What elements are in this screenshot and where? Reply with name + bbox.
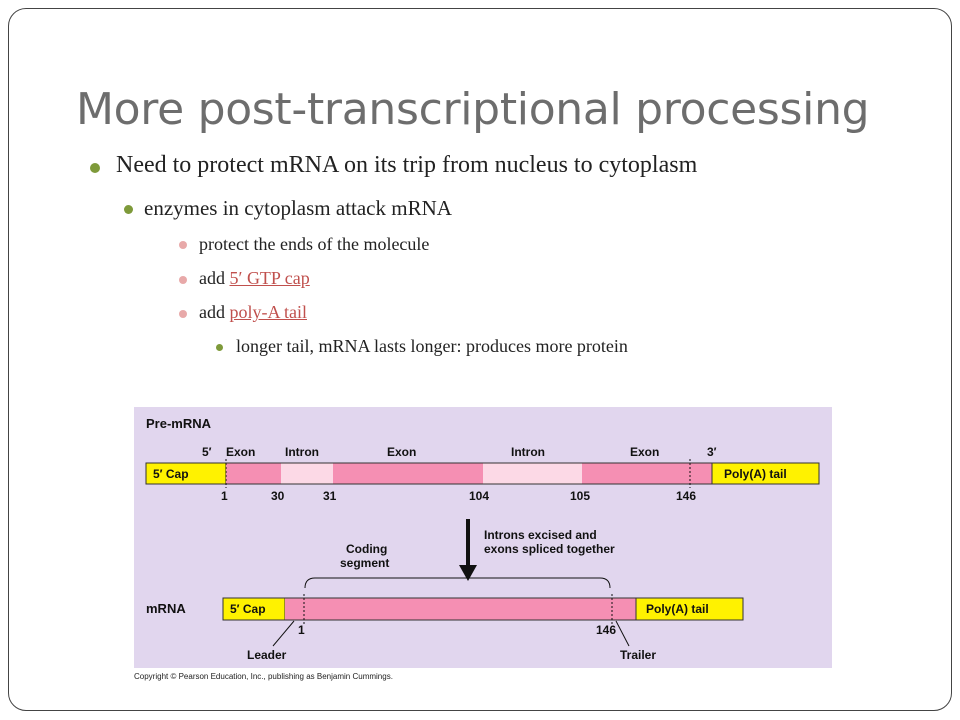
mrna-label: mRNA (146, 601, 186, 616)
position-label: 104 (469, 489, 489, 503)
bullet-enzymes: enzymes in cytoplasm attack mRNA (144, 196, 452, 220)
poly-a-tail-link[interactable]: poly-A tail (229, 302, 308, 322)
exon-segment-2 (333, 463, 483, 484)
position-label: 30 (271, 489, 285, 503)
coding-label-line1: Coding (346, 542, 387, 556)
add-label: add (199, 302, 230, 322)
exon-label-2: Exon (387, 445, 416, 459)
copyright-notice: Copyright © Pearson Education, Inc., pub… (134, 672, 393, 681)
position-label: 105 (570, 489, 590, 503)
bullet-dot-l3 (179, 276, 187, 284)
arrow-caption-line2: exons spliced together (484, 542, 615, 556)
position-label: 1 (221, 489, 228, 503)
pre-mrna-label: Pre-mRNA (146, 416, 212, 431)
intron-label-1: Intron (285, 445, 319, 459)
diagram-svg: Pre-mRNA 5′ Exon Intron Exon Intron Exon… (145, 416, 820, 662)
arrow-caption-line1: Introns excised and (484, 528, 597, 542)
intron-segment-1 (281, 463, 333, 484)
pre-mrna-bar: 5′ Cap Poly(A) tail (145, 459, 820, 488)
mrna-tail-label: Poly(A) tail (646, 602, 709, 616)
coding-label-line2: segment (340, 556, 389, 570)
exon-segment-3 (582, 463, 712, 484)
position-label: 146 (676, 489, 696, 503)
bullet-dot-l2 (124, 205, 133, 214)
leader-pointer (272, 620, 295, 647)
exon-label-3: Exon (630, 445, 659, 459)
slide-title: More post-transcriptional processing (76, 84, 870, 135)
leader-label: Leader (247, 648, 287, 662)
pre-cap-label: 5′ Cap (153, 467, 189, 481)
mrna-cap-label: 5′ Cap (230, 602, 266, 616)
bullet-protect-ends: protect the ends of the molecule (199, 234, 430, 254)
bullet-longer-tail: longer tail, mRNA lasts longer: produces… (236, 336, 628, 356)
bullet-protect-mrna: Need to protect mRNA on its trip from nu… (116, 152, 698, 178)
bullet-dot-l4 (216, 344, 223, 351)
trailer-pointer (615, 620, 630, 647)
three-prime-label: 3′ (707, 445, 717, 459)
trailer-label: Trailer (620, 648, 656, 662)
bullet-dot-l1 (90, 163, 100, 173)
bullet-dot-l3 (179, 310, 187, 318)
gtp-cap-link[interactable]: 5′ GTP cap (229, 268, 310, 288)
five-prime-label: 5′ (202, 445, 212, 459)
mrna-coding-segment (285, 598, 636, 620)
intron-segment-2 (483, 463, 582, 484)
mrna-processing-diagram: Pre-mRNA 5′ Exon Intron Exon Intron Exon… (134, 407, 832, 668)
coding-brace (304, 577, 611, 589)
exon-label-1: Exon (226, 445, 255, 459)
bullet-add-cap: add 5′ GTP cap (199, 268, 310, 289)
intron-label-2: Intron (511, 445, 545, 459)
bullet-add-tail: add poly-A tail (199, 302, 307, 323)
mrna-start-position: 1 (298, 623, 305, 637)
bullet-dot-l3 (179, 241, 187, 249)
mrna-end-position: 146 (596, 623, 616, 637)
pre-tail-label: Poly(A) tail (724, 467, 787, 481)
exon-segment-1 (226, 463, 281, 484)
position-label: 31 (323, 489, 337, 503)
mrna-bar: 5′ Cap Poly(A) tail (222, 594, 744, 625)
add-label: add (199, 268, 230, 288)
splicing-arrow (459, 519, 477, 581)
